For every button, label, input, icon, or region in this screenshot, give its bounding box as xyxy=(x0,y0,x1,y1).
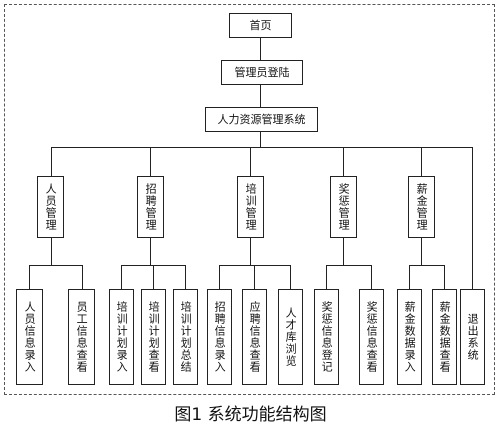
leaf-reward-register: 奖惩信息登记 xyxy=(314,289,339,385)
connector-m3c1 xyxy=(219,265,220,289)
bus-module-5 xyxy=(409,265,444,266)
module-bus xyxy=(51,147,472,148)
connector-m3c3 xyxy=(290,265,291,289)
connector-m1c2 xyxy=(82,265,83,289)
connector-m5c2 xyxy=(444,265,445,289)
leaf-salary-view: 薪金数据查看 xyxy=(432,289,457,385)
connector-module-5 xyxy=(421,147,422,176)
connector-home-login xyxy=(260,38,261,60)
leaf-training-plan-view: 培训计划查看 xyxy=(141,289,166,385)
connector-module-2 xyxy=(150,147,151,176)
module-reward-punish: 奖惩管理 xyxy=(330,176,357,238)
connector-module-1-children xyxy=(51,238,52,265)
module-training: 培训管理 xyxy=(237,176,264,238)
connector-module-3 xyxy=(250,147,251,176)
node-admin-login: 管理员登陆 xyxy=(221,60,303,85)
module-personnel: 人员管理 xyxy=(37,176,64,238)
connector-m1c1 xyxy=(29,265,30,289)
leaf-employee-view: 员工信息查看 xyxy=(68,289,95,385)
connector-m2c1 xyxy=(121,265,122,289)
connector-m2c2 xyxy=(153,265,154,289)
node-hr-system: 人力资源管理系统 xyxy=(205,107,318,132)
node-home: 首页 xyxy=(229,13,292,38)
connector-m2c3 xyxy=(185,265,186,289)
dashed-frame xyxy=(4,4,495,395)
connector-module-3-children xyxy=(250,238,251,265)
leaf-training-plan-entry: 培训计划录入 xyxy=(109,289,134,385)
connector-m5c1 xyxy=(409,265,410,289)
connector-m3c2 xyxy=(254,265,255,289)
bus-module-4 xyxy=(326,265,371,266)
leaf-training-plan-summary: 培训计划总结 xyxy=(173,289,198,385)
leaf-applicant-view: 应聘信息查看 xyxy=(242,289,267,385)
leaf-recruit-info-entry: 招聘信息录入 xyxy=(207,289,232,385)
connector-module-6 xyxy=(472,147,473,289)
connector-module-5-children xyxy=(421,238,422,265)
bus-module-1 xyxy=(29,265,82,266)
module-salary: 薪金管理 xyxy=(408,176,435,238)
connector-m4c2 xyxy=(371,265,372,289)
connector-module-1 xyxy=(51,147,52,176)
connector-login-system xyxy=(260,85,261,107)
module-recruitment: 招聘管理 xyxy=(137,176,164,238)
leaf-reward-view: 奖惩信息查看 xyxy=(359,289,384,385)
leaf-personnel-entry: 人员信息录入 xyxy=(16,289,43,385)
module-exit-system: 退出系统 xyxy=(460,289,485,385)
connector-m4c1 xyxy=(326,265,327,289)
connector-module-4 xyxy=(343,147,344,176)
connector-module-2-children xyxy=(150,238,151,265)
leaf-talent-pool: 人才库浏览 xyxy=(278,289,303,385)
connector-module-4-children xyxy=(343,238,344,265)
connector-system-bus xyxy=(260,132,261,147)
figure-caption: 图1 系统功能结构图 xyxy=(174,405,327,425)
leaf-salary-entry: 薪金数据录入 xyxy=(397,289,422,385)
